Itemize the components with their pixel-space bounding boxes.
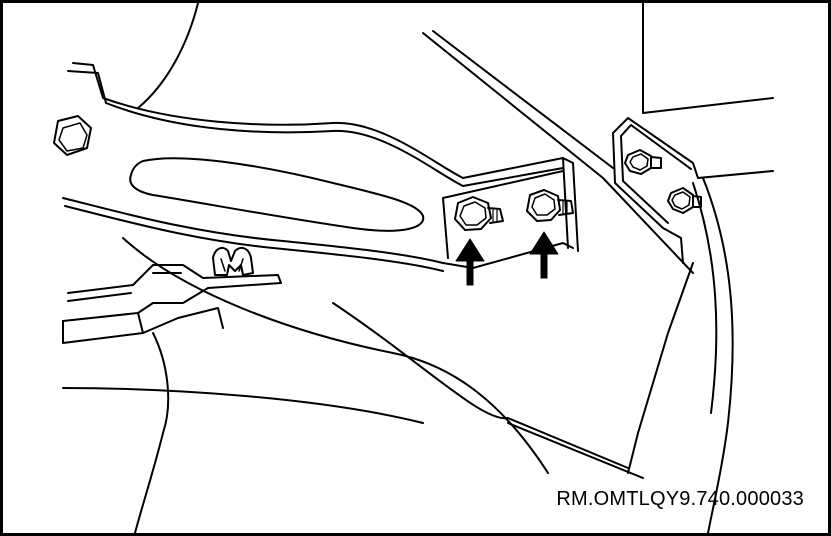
lower-bracket-edge (67, 272, 182, 302)
lower-bracket-bottom (62, 307, 224, 344)
diagram-drawing (53, 3, 774, 533)
fender-panel-edge-inner (432, 30, 614, 169)
arrow-indicator-right (529, 231, 559, 279)
wheel-liner-curve (702, 177, 734, 533)
crossmember-top-edge-inner (67, 70, 564, 187)
crossmember-top-edge (72, 62, 574, 179)
lower-panel-curve (122, 237, 549, 474)
wheel-arch-curve (137, 3, 199, 109)
oval-slot-hole (129, 157, 425, 232)
side-bracket-outline (612, 117, 774, 264)
reference-code-label: RM.OMTLQY9.740.000033 (556, 488, 804, 510)
inner-panel-vertical (627, 262, 694, 474)
crossmember-flange-seam (442, 170, 564, 259)
side-bracket-inner (620, 124, 692, 224)
arrow-indicator-left (455, 238, 485, 286)
body-panel-curve (62, 387, 424, 424)
wheel-liner-curve-inner (692, 182, 718, 414)
hex-nut-left (53, 115, 92, 156)
flange-bolt-left (454, 196, 504, 231)
side-bolt-upper (624, 149, 662, 175)
fender-panel-top (642, 3, 774, 114)
lower-bracket-top (62, 264, 282, 322)
retaining-clip (212, 246, 254, 276)
lower-right-line (507, 422, 644, 479)
crossmember-right-flange (562, 157, 579, 252)
crossmember-bottom-edge-inner (64, 205, 444, 272)
fender-panel-edge (422, 32, 694, 274)
crossmember-bottom-edge (62, 197, 574, 269)
lower-body-sweep (332, 302, 629, 469)
flange-bolt-right (526, 189, 574, 222)
floor-edge-curve (134, 332, 170, 533)
